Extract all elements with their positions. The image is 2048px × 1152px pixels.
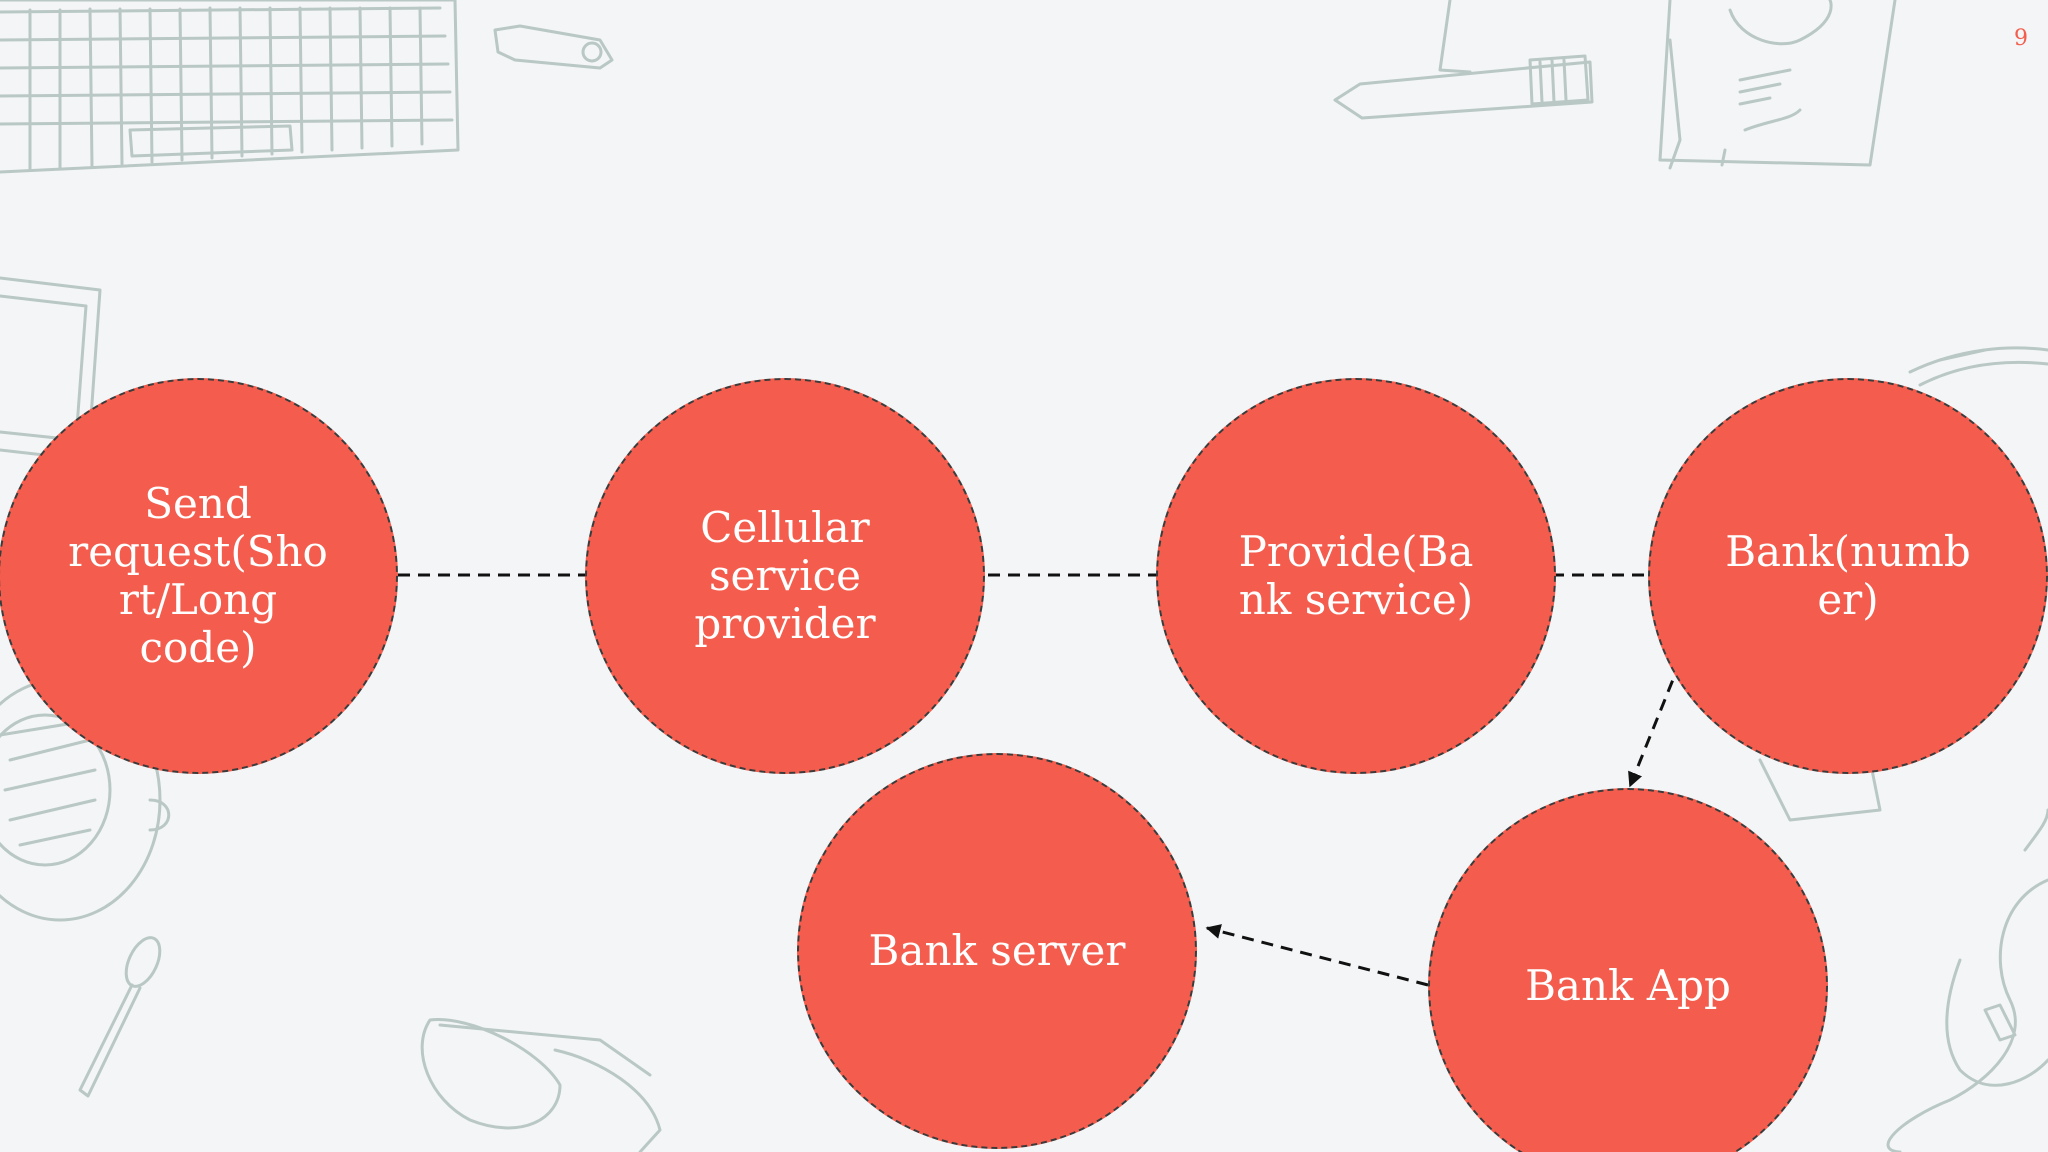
usb-drive-sketch-icon xyxy=(493,24,614,70)
node-bank-app: Bank App xyxy=(1428,788,1828,1152)
node-bank-server: Bank server xyxy=(797,753,1197,1149)
node-cellular-provider: Cellular service provider xyxy=(585,378,985,774)
arrow-app-to-server xyxy=(1205,924,1429,987)
node-bank-number: Bank(numb er) xyxy=(1648,378,2048,774)
node-cellular-provider-label: Cellular service provider xyxy=(694,503,876,648)
phone-sketch-icon xyxy=(1758,346,2048,822)
glasses-sketch-icon xyxy=(420,1018,662,1152)
keyboard-sketch-icon xyxy=(0,0,460,174)
pen-sketch-icon xyxy=(1333,54,1594,120)
node-bank-number-label: Bank(numb er) xyxy=(1725,527,1971,624)
arrow-bank-to-app xyxy=(1628,587,1712,788)
spoon-sketch-icon xyxy=(78,936,162,1098)
notebook-sketch-icon xyxy=(1438,0,1897,170)
node-provide-bank-service-label: Provide(Ba nk service) xyxy=(1238,527,1474,624)
node-send-request-label: Send request(Sho rt/Long code) xyxy=(68,479,328,672)
node-bank-server-label: Bank server xyxy=(868,926,1126,975)
coffee-cup-sketch-icon xyxy=(0,678,171,922)
node-bank-app-label: Bank App xyxy=(1525,961,1731,1010)
node-provide-bank-service: Provide(Ba nk service) xyxy=(1156,378,1556,774)
page-number: 9 xyxy=(2014,26,2028,51)
node-send-request: Send request(Sho rt/Long code) xyxy=(0,378,398,774)
